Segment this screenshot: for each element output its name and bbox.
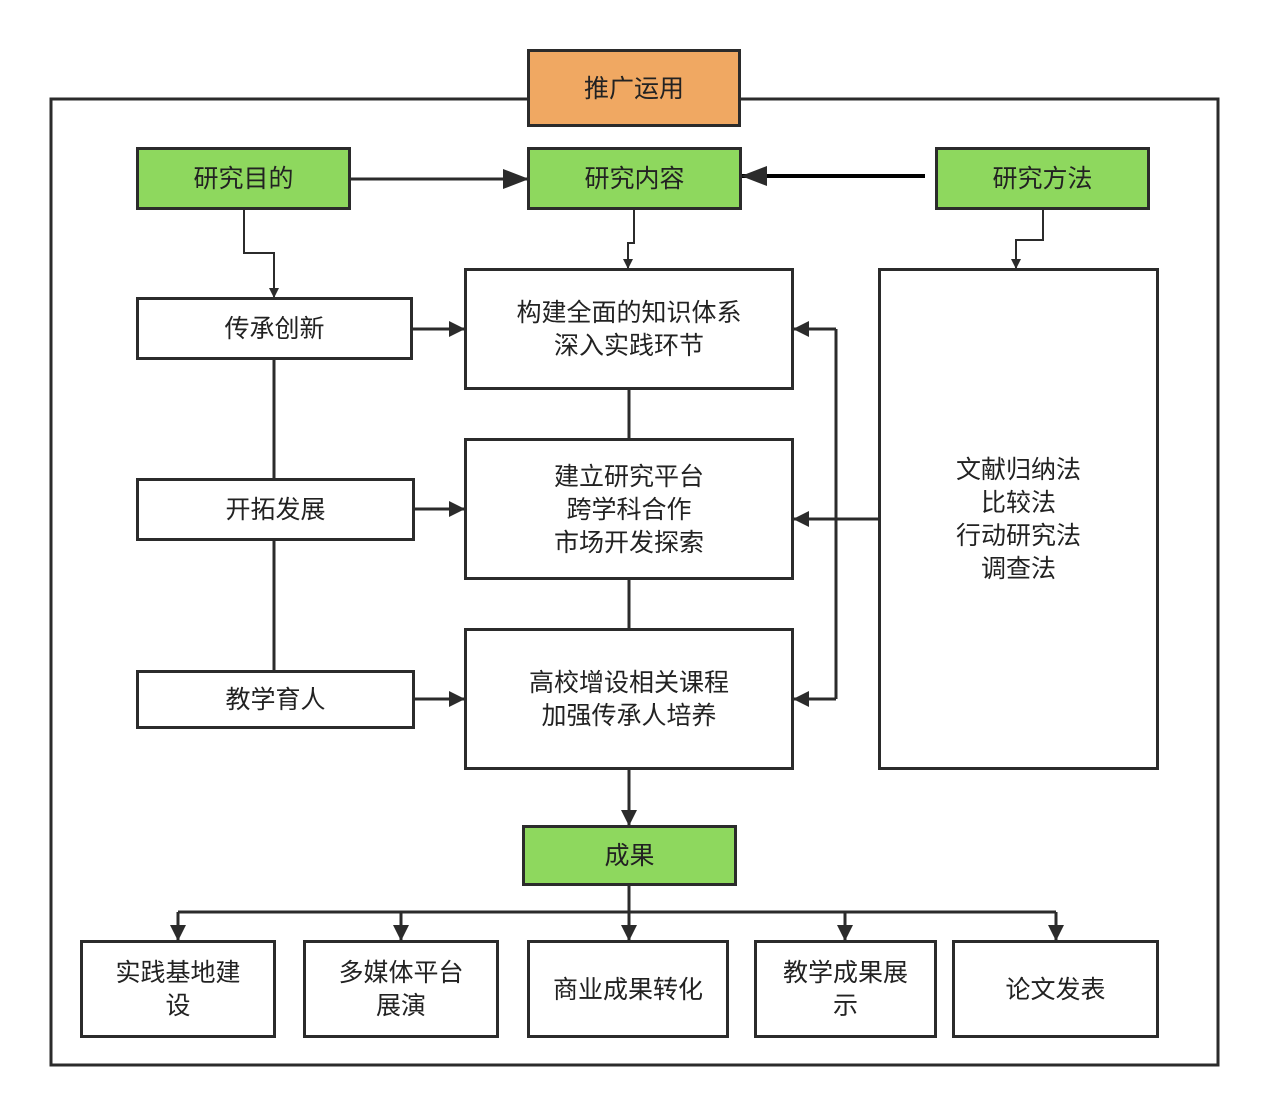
purpose-item-label: 传承创新 bbox=[224, 314, 325, 343]
result-item-line: 商业成果转化 bbox=[552, 974, 703, 1004]
purpose-header-label: 研究目的 bbox=[193, 164, 294, 193]
result-item: 实践基地建 设 bbox=[80, 940, 276, 1038]
content-item-line: 高校增设相关课程 bbox=[528, 668, 729, 697]
method-item: 调查法 bbox=[980, 554, 1056, 583]
content-item-line: 建立研究平台 bbox=[553, 461, 704, 491]
content-item-line: 深入实践环节 bbox=[553, 331, 704, 360]
purpose-item: 教学育人 bbox=[136, 670, 415, 729]
method-item: 行动研究法 bbox=[955, 521, 1081, 550]
content-item: 建立研究平台 跨学科合作 市场开发探索 bbox=[464, 438, 794, 580]
result-item-line: 展演 bbox=[375, 991, 426, 1020]
arrow-content-header-to-items bbox=[623, 210, 635, 269]
method-header-label: 研究方法 bbox=[992, 164, 1093, 193]
purpose-item: 传承创新 bbox=[136, 297, 413, 360]
top-label-box: 推广运用 bbox=[527, 49, 741, 127]
method-header: 研究方法 bbox=[935, 147, 1150, 210]
result-item-line: 实践基地建 bbox=[115, 958, 241, 987]
content-item-line: 跨学科合作 bbox=[566, 494, 692, 524]
result-header: 成果 bbox=[522, 825, 737, 886]
result-item: 商业成果转化 bbox=[527, 940, 729, 1038]
result-item-line: 多媒体平台 bbox=[338, 958, 464, 987]
content-item: 构建全面的知识体系 深入实践环节 bbox=[464, 268, 794, 390]
result-item: 多媒体平台 展演 bbox=[303, 940, 499, 1038]
result-item-line: 论文发表 bbox=[1005, 974, 1106, 1004]
result-item: 论文发表 bbox=[952, 940, 1159, 1038]
result-item: 教学成果展 示 bbox=[754, 940, 937, 1038]
arrow-purpose-header-to-items bbox=[243, 210, 279, 298]
result-item-line: 设 bbox=[165, 991, 191, 1020]
top-label: 推广运用 bbox=[583, 73, 684, 103]
result-header-label: 成果 bbox=[604, 841, 655, 870]
method-item: 文献归纳法 bbox=[955, 455, 1081, 484]
content-header: 研究内容 bbox=[527, 147, 742, 210]
purpose-header: 研究目的 bbox=[136, 147, 351, 210]
content-item: 高校增设相关课程 加强传承人培养 bbox=[464, 628, 794, 770]
content-item-line: 加强传承人培养 bbox=[541, 701, 717, 730]
result-item-line: 示 bbox=[832, 991, 858, 1020]
purpose-item-label: 教学育人 bbox=[225, 685, 326, 714]
content-item-line: 构建全面的知识体系 bbox=[516, 298, 742, 327]
method-box: 文献归纳法 比较法 行动研究法 调查法 bbox=[878, 268, 1159, 770]
method-item: 比较法 bbox=[980, 488, 1056, 517]
purpose-item: 开拓发展 bbox=[136, 478, 415, 541]
purpose-item-label: 开拓发展 bbox=[225, 495, 326, 524]
arrow-method-header-to-box bbox=[1011, 210, 1044, 269]
result-item-line: 教学成果展 bbox=[782, 958, 908, 987]
content-header-label: 研究内容 bbox=[584, 164, 685, 193]
content-item-line: 市场开发探索 bbox=[553, 527, 704, 557]
